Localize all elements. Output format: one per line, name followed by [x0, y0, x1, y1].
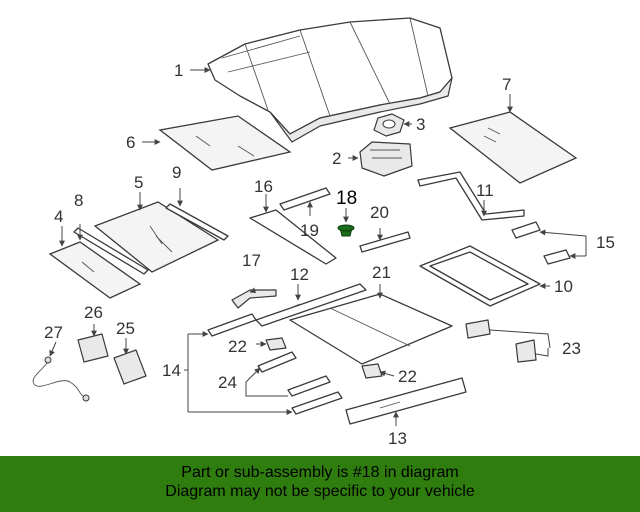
part-1-roof-panel [207, 17, 453, 143]
part-25-motor [113, 349, 147, 385]
callout-18: 18 [336, 188, 357, 209]
callout-21: 21 [372, 263, 391, 282]
part-5-glass-panel [93, 201, 220, 273]
part-15-brackets [511, 221, 571, 265]
callout-15: 15 [596, 233, 615, 252]
part-6-glass-panel [158, 115, 292, 171]
callout-23: 23 [562, 339, 581, 358]
part-19-rail [279, 187, 331, 211]
part-11-rail [417, 171, 525, 221]
part-4-glass-panel [48, 241, 142, 299]
part-27-harness [32, 356, 90, 402]
callout-26: 26 [84, 303, 103, 322]
callout-24: 24 [218, 373, 237, 392]
callout-22-lower: 22 [398, 367, 417, 386]
part-13-rail [345, 377, 467, 425]
part-7-rear-glass [448, 111, 578, 184]
callout-labels: 1 2 3 4 5 6 7 8 9 10 11 12 13 14 15 16 1… [44, 61, 615, 448]
part-26-motor [77, 333, 109, 363]
callout-8: 8 [74, 191, 83, 210]
callout-4: 4 [54, 207, 63, 226]
callout-7: 7 [502, 75, 511, 94]
callout-22-upper: 22 [228, 337, 247, 356]
part-12-rail [255, 283, 367, 327]
info-banner: Part or sub-assembly is #18 in diagram D… [0, 456, 640, 512]
callout-27: 27 [44, 323, 63, 342]
part-2-bracket [359, 141, 413, 177]
callout-1: 1 [174, 61, 183, 80]
part-9-strip [165, 203, 229, 241]
part-16-trim [249, 209, 337, 265]
part-8-strip [73, 227, 149, 275]
banner-line-1: Part or sub-assembly is #18 in diagram [181, 464, 459, 481]
callout-5: 5 [134, 173, 143, 192]
part-18-clip [337, 224, 355, 237]
part-22-clip-lower [361, 363, 383, 379]
callout-3: 3 [416, 115, 425, 134]
callout-16: 16 [254, 177, 273, 196]
part-14-rails [207, 313, 343, 415]
part-20-rail [359, 231, 411, 253]
callout-20: 20 [370, 203, 389, 222]
callout-19: 19 [300, 221, 319, 240]
part-21-sunshade [289, 293, 453, 365]
callout-13: 13 [388, 429, 407, 448]
leader-lines [49, 67, 587, 426]
part-10-frame [419, 245, 541, 307]
part-17-clip [231, 289, 277, 309]
part-24-rails [257, 351, 331, 397]
part-22-clip-upper [265, 337, 287, 351]
callout-10: 10 [554, 277, 573, 296]
parts-diagram: 1 2 3 4 5 6 7 8 9 10 11 12 13 14 15 16 1… [32, 17, 615, 448]
part-23-brackets [465, 319, 537, 363]
banner-line-2: Diagram may not be specific to your vehi… [165, 483, 475, 500]
callout-11: 11 [476, 181, 494, 200]
callout-6: 6 [126, 133, 135, 152]
part-3-nut [373, 113, 405, 137]
callout-9: 9 [172, 163, 181, 182]
callout-17: 17 [242, 251, 261, 270]
callout-12: 12 [290, 265, 309, 284]
callout-14: 14 [162, 361, 181, 380]
callout-2: 2 [332, 149, 341, 168]
callout-25: 25 [116, 319, 135, 338]
